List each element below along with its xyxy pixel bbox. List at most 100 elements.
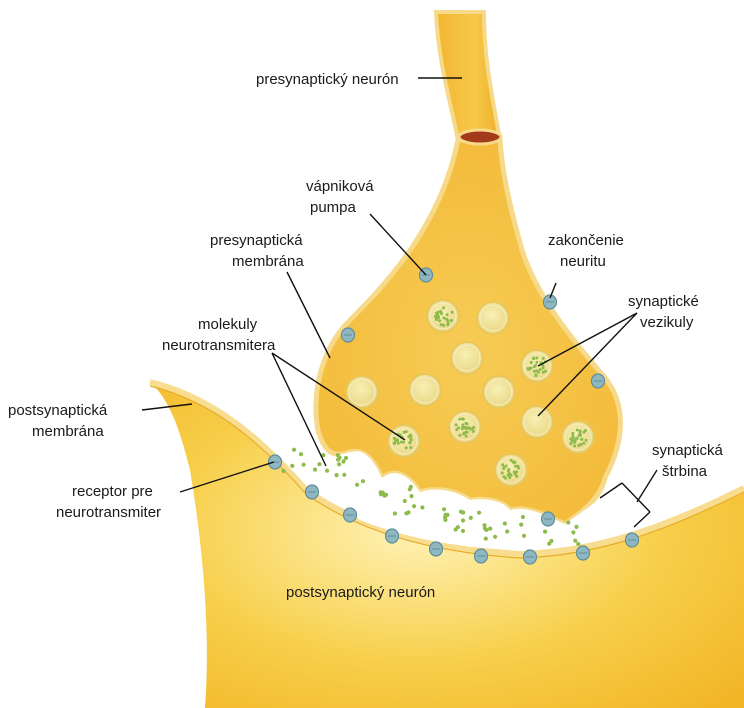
- neurotransmitter-molecule: [321, 453, 326, 458]
- neurotransmitter-molecule: [571, 530, 576, 535]
- neurotransmitter-molecule: [334, 473, 339, 478]
- neurotransmitter-molecule: [404, 511, 409, 516]
- neurotransmitter-molecule: [502, 521, 507, 526]
- neurotransmitter-molecule: [484, 527, 489, 533]
- label-synaptic-cleft-1: synaptická: [652, 442, 724, 459]
- label-synaptic-cleft-2: štrbina: [662, 463, 708, 480]
- neurotransmitter-receptor: [522, 549, 538, 565]
- label-presynaptic-membrane-1: presynaptická: [210, 232, 303, 249]
- label-receptor-2: neurotransmiter: [56, 504, 161, 521]
- vesicle: [345, 375, 379, 409]
- label-postsynaptic-neuron: postsynaptický neurón: [286, 584, 435, 601]
- vesicle: [448, 410, 482, 444]
- vesicle: [408, 373, 442, 407]
- vesicle: [426, 299, 460, 333]
- neurotransmitter-molecule: [521, 533, 527, 538]
- leader-lines: [141, 77, 658, 528]
- label-presynaptic-membrane-2: membrána: [232, 253, 304, 270]
- neurotransmitter-receptor: [384, 528, 400, 544]
- neurotransmitter-molecule: [301, 462, 306, 467]
- neurotransmitter-molecule: [335, 453, 340, 458]
- neurotransmitter-molecule: [519, 522, 524, 527]
- neurotransmitter-molecule: [442, 507, 447, 512]
- neurotransmitter-molecule: [325, 468, 330, 473]
- label-presynaptic-neuron: presynaptický neurón: [256, 71, 399, 88]
- synaptic-vesicles: [345, 299, 595, 487]
- postsynaptic-neuron-body: [150, 382, 744, 708]
- label-nt-molecules-2: neurotransmitera: [162, 337, 276, 354]
- label-calcium-pump-1: vápniková: [306, 178, 374, 195]
- neurotransmitter-molecule: [443, 517, 448, 523]
- neurotransmitter-molecule: [483, 536, 488, 541]
- vesicle: [476, 301, 510, 335]
- neurotransmitter-receptor: [540, 511, 556, 527]
- neurotransmitter-molecule: [573, 538, 578, 543]
- label-postsynaptic-membrane-2: membrána: [32, 423, 104, 440]
- neurotransmitter-molecule: [407, 487, 412, 492]
- postsynaptic-membrane: [149, 379, 744, 558]
- synaptic-cleft: [316, 451, 648, 550]
- label-nerve-ending-2: neuritu: [560, 253, 606, 270]
- vesicle: [387, 424, 421, 458]
- calcium-pump: [542, 294, 558, 310]
- neurotransmitter-molecule: [477, 510, 482, 515]
- neurotransmitter-receptor: [342, 507, 358, 523]
- neurotransmitter-molecule: [392, 511, 397, 516]
- neurotransmitter-molecule: [312, 467, 318, 472]
- neurotransmitter-receptor: [575, 545, 591, 561]
- label-postsynaptic-membrane-1: postsynaptická: [8, 402, 108, 419]
- vesicle: [494, 453, 528, 487]
- vesicle: [561, 420, 595, 454]
- neurotransmitter-molecule: [281, 468, 286, 473]
- axon-opening: [457, 128, 503, 146]
- label-vesicles-2: vezikuly: [640, 314, 694, 331]
- calcium-pump: [340, 327, 356, 343]
- neurotransmitter-molecule: [337, 462, 342, 467]
- label-nt-molecules-1: molekuly: [198, 316, 258, 333]
- neurotransmitter-receptor: [428, 541, 444, 557]
- neurotransmitter-molecule: [458, 509, 464, 514]
- neurotransmitter-molecule: [341, 459, 346, 464]
- neurotransmitter-molecule: [460, 518, 466, 523]
- neurotransmitter-molecule: [468, 515, 473, 521]
- label-receptor-1: receptor pre: [72, 483, 153, 500]
- neurotransmitter-molecule: [412, 504, 417, 509]
- neurotransmitter-molecule: [460, 528, 466, 534]
- neurotransmitter-molecule: [455, 525, 460, 530]
- neurotransmitter-molecule: [409, 494, 414, 499]
- neurotransmitter-molecule: [343, 455, 349, 461]
- vesicle: [520, 405, 554, 439]
- vesicle: [482, 375, 516, 409]
- neurotransmitter-molecule: [420, 505, 425, 510]
- neurotransmitter-molecule: [574, 524, 579, 530]
- neurotransmitter-molecule: [505, 529, 510, 534]
- neurotransmitter-molecule: [493, 534, 498, 539]
- neurotransmitter-molecule: [482, 523, 487, 528]
- neurotransmitter-molecule: [547, 541, 552, 546]
- neurotransmitter-molecule: [290, 463, 295, 468]
- receptors: [267, 267, 640, 565]
- neurotransmitter-receptor: [267, 454, 283, 470]
- vesicle: [520, 349, 554, 383]
- neurotransmitter-molecule: [566, 520, 571, 525]
- neurotransmitter-molecule: [488, 526, 493, 531]
- neurotransmitter-molecules: [277, 447, 581, 547]
- neurotransmitter-molecule: [355, 482, 360, 487]
- label-nerve-ending-1: zakončenie: [548, 232, 624, 249]
- neurotransmitter-molecule: [317, 462, 322, 467]
- vesicle: [450, 341, 484, 375]
- neurotransmitter-molecule: [298, 452, 304, 457]
- neurotransmitter-receptor: [473, 548, 489, 564]
- calcium-pump: [590, 373, 606, 389]
- neurotransmitter-molecule: [543, 529, 548, 534]
- label-vesicles-1: synaptické: [628, 293, 699, 310]
- neurotransmitter-receptor: [304, 484, 320, 500]
- label-calcium-pump-2: pumpa: [310, 199, 357, 216]
- neurotransmitter-molecule: [520, 514, 526, 520]
- neurotransmitter-receptor: [624, 532, 640, 548]
- neurotransmitter-molecule: [402, 498, 407, 504]
- neurotransmitter-molecule: [291, 447, 297, 452]
- neurotransmitter-molecule: [342, 472, 347, 477]
